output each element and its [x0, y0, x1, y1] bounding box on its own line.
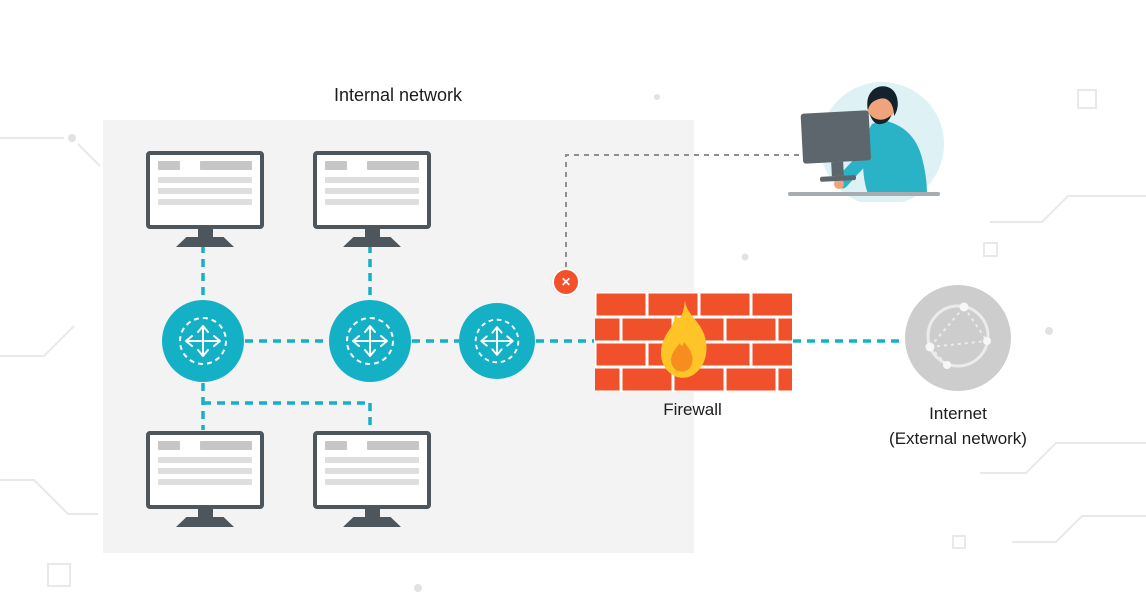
firewall-glyph	[595, 292, 792, 392]
desk	[788, 192, 940, 196]
internet-glyph	[905, 285, 1011, 391]
monitor-screen	[313, 151, 431, 229]
workstation-monitor-icon	[146, 151, 264, 247]
router-glyph	[474, 318, 520, 364]
blocked-icon: ✕	[552, 268, 580, 296]
internet-label-line1: Internet	[929, 404, 987, 423]
blocked-x-glyph: ✕	[560, 275, 572, 289]
monitor-screen	[146, 431, 264, 509]
router-icon	[329, 300, 411, 382]
person-monitor	[800, 110, 871, 182]
workstation-monitor-icon	[146, 431, 264, 527]
router-glyph	[346, 317, 394, 365]
person-at-computer-icon	[788, 82, 944, 202]
internet-icon	[903, 283, 1013, 393]
internal-network-label: Internal network	[333, 85, 463, 105]
workstation-monitor-icon	[313, 431, 431, 527]
circuit-lines	[0, 89, 1146, 587]
flame	[660, 300, 707, 378]
monitor-screen	[313, 431, 431, 509]
internet-label: Internet (External network)	[853, 401, 1063, 451]
firewall-icon	[595, 292, 792, 392]
monitor-screen	[146, 151, 264, 229]
internet-label-line2: (External network)	[889, 429, 1027, 448]
workstation-monitor-icon	[313, 151, 431, 247]
router-glyph	[179, 317, 227, 365]
router-icon	[459, 303, 535, 379]
firewall-label: Firewall	[663, 400, 722, 419]
router-icon	[162, 300, 244, 382]
